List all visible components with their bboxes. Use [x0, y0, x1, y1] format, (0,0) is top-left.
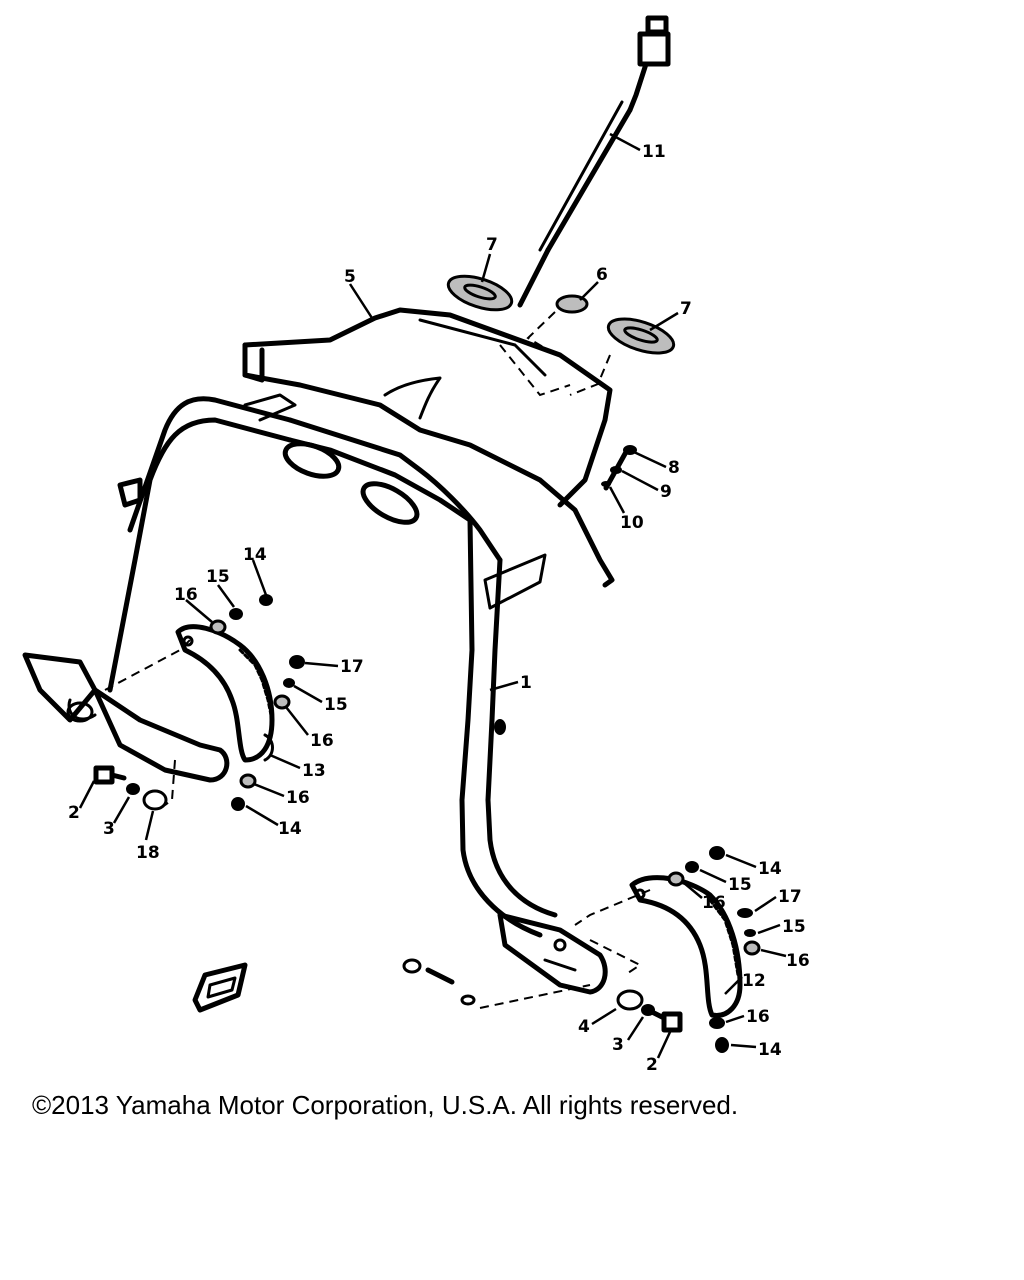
callout-12: 12 [742, 971, 766, 991]
spring-bolt-assembly [402, 958, 476, 1006]
washer-part-18 [142, 789, 168, 811]
callout-15-c: 15 [728, 875, 752, 895]
grommet-part-7-left [446, 274, 514, 312]
grommet-part-7-right [606, 317, 676, 355]
callout-numbers: 11 7 5 6 7 8 9 10 1 14 15 16 17 15 16 13… [68, 142, 810, 1075]
bracket-part-12 [574, 875, 743, 1018]
washer-part-10 [601, 481, 611, 487]
copyright-notice: ©2013 Yamaha Motor Corporation, U.S.A. A… [32, 1090, 739, 1120]
callout-7-left: 7 [486, 235, 498, 255]
washer-part-3-left [126, 783, 140, 795]
callout-16-d: 16 [702, 893, 726, 913]
bolt-part-2-left [93, 765, 127, 785]
callout-6: 6 [596, 265, 608, 285]
bracket-part-13 [175, 624, 275, 763]
frame-part-1 [107, 393, 558, 938]
callout-15-d: 15 [782, 917, 806, 937]
callout-9: 9 [660, 482, 672, 502]
screw-part-8 [603, 445, 637, 491]
callout-3-right: 3 [612, 1035, 624, 1055]
callout-7-right: 7 [680, 299, 692, 319]
label-plate [192, 962, 248, 1013]
cable-part-11 [517, 15, 671, 308]
leader-lines [78, 132, 787, 1059]
washer-part-4 [616, 989, 644, 1011]
callout-13: 13 [302, 761, 326, 781]
callout-10: 10 [620, 513, 644, 533]
callout-1: 1 [520, 673, 532, 693]
callout-2-right: 2 [646, 1055, 658, 1075]
callout-17-a: 17 [340, 657, 364, 677]
plug-part-6 [526, 294, 611, 396]
parts-diagram: 11 7 5 6 7 8 9 10 1 14 15 16 17 15 16 13… [22, 15, 810, 1075]
callout-14-b: 14 [278, 819, 302, 839]
callout-14-a: 14 [243, 545, 267, 565]
callout-15-b: 15 [324, 695, 348, 715]
callout-16-c: 16 [286, 788, 310, 808]
callout-16-e: 16 [786, 951, 810, 971]
callout-17-b: 17 [778, 887, 802, 907]
callout-4: 4 [578, 1017, 590, 1037]
callout-16-b: 16 [310, 731, 334, 751]
callout-14-c: 14 [758, 859, 782, 879]
callout-16-a: 16 [174, 585, 198, 605]
right-pivot-assembly [479, 912, 642, 1009]
callout-5: 5 [344, 267, 356, 287]
callout-18: 18 [136, 843, 160, 863]
left-footrest-assembly [22, 639, 230, 806]
callout-2-left: 2 [68, 803, 80, 823]
callout-3-left: 3 [103, 819, 115, 839]
washer-part-3-right [641, 1004, 655, 1016]
washer-part-9 [610, 466, 622, 474]
fastener-group [209, 594, 761, 1053]
callout-8: 8 [668, 458, 680, 478]
callout-14-d: 14 [758, 1040, 782, 1060]
callout-11: 11 [642, 142, 666, 162]
callout-15-a: 15 [206, 567, 230, 587]
bolt-part-2-right [649, 1009, 683, 1033]
callout-16-f: 16 [746, 1007, 770, 1027]
cover-part-5 [242, 307, 615, 588]
